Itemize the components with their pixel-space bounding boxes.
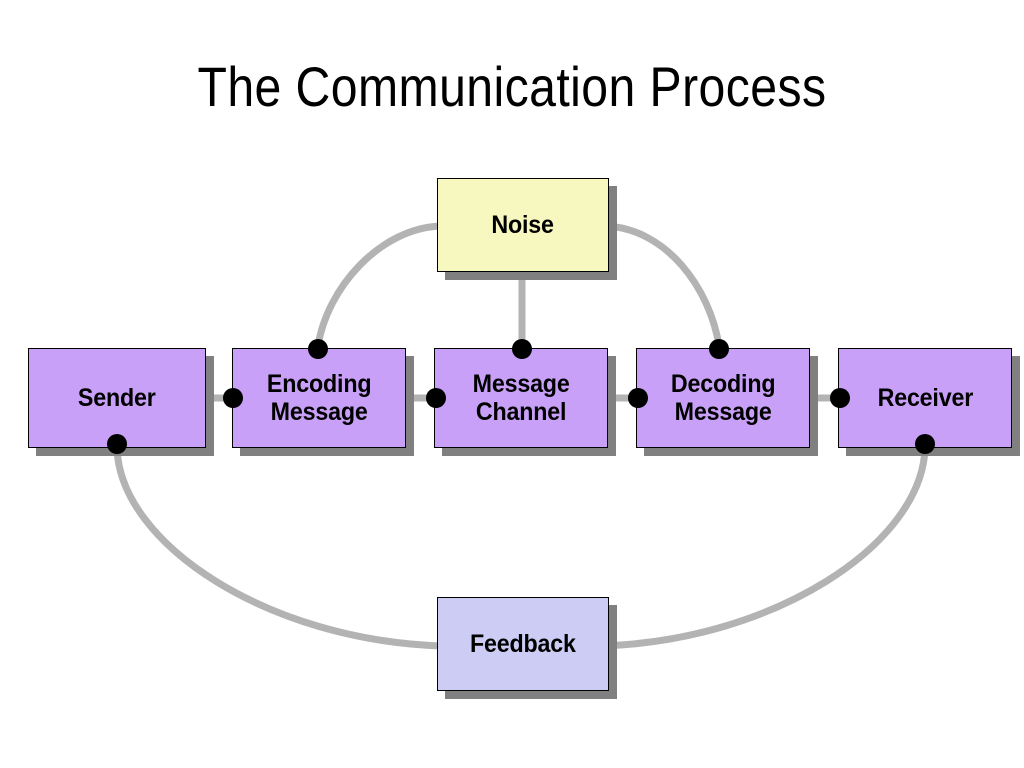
page-title: The Communication Process — [197, 55, 827, 118]
connection-dot-receiver-left — [830, 388, 850, 408]
node-noise[interactable]: Noise — [437, 178, 609, 272]
node-sender-label: Sender — [78, 384, 156, 412]
node-encoding-message-line1: Encoding — [266, 370, 372, 398]
connection-dot-decoding-top — [709, 339, 729, 359]
node-decoding-message-line1: Decoding — [670, 370, 776, 398]
node-decoding-message-label: Decoding Message — [670, 370, 776, 426]
node-message-channel-line2: Channel — [475, 398, 567, 426]
node-message-channel-line1: Message — [472, 370, 570, 398]
node-receiver-label: Receiver — [877, 384, 973, 412]
node-feedback-label: Feedback — [470, 630, 576, 658]
connection-dot-encoding-left — [223, 388, 243, 408]
node-message-channel[interactable]: Message Channel — [434, 348, 608, 448]
connection-dot-decoding-left — [628, 388, 648, 408]
connection-dot-channel-left — [426, 388, 446, 408]
node-receiver[interactable]: Receiver — [838, 348, 1012, 448]
node-encoding-message[interactable]: Encoding Message — [232, 348, 406, 448]
edge-noise-to-decoding — [604, 222, 723, 347]
connection-dot-sender-bottom — [107, 434, 127, 454]
node-sender[interactable]: Sender — [28, 348, 206, 448]
edge-noise-to-encoding — [314, 222, 442, 347]
connection-dot-channel-top — [512, 339, 532, 359]
node-message-channel-label: Message Channel — [473, 370, 570, 426]
node-noise-label: Noise — [491, 211, 555, 239]
connection-dot-encoding-top — [308, 339, 328, 359]
connection-dot-receiver-bottom — [915, 434, 935, 454]
node-encoding-message-line2: Message — [270, 398, 368, 426]
edge-sender-to-feedback — [113, 447, 444, 650]
node-decoding-message[interactable]: Decoding Message — [636, 348, 810, 448]
node-encoding-message-label: Encoding Message — [266, 370, 372, 426]
node-feedback[interactable]: Feedback — [437, 597, 609, 691]
edge-receiver-to-feedback — [600, 447, 929, 650]
node-decoding-message-line2: Message — [674, 398, 772, 426]
